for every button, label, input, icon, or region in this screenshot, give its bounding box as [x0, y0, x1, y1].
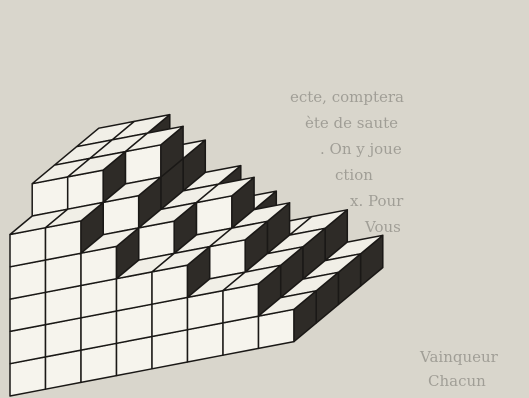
- bg-text-line: x. Pour: [350, 192, 404, 210]
- bg-text-line: Chacun: [428, 372, 486, 390]
- bg-text-line: ecte, comptera: [290, 88, 404, 106]
- bg-text-line: . On y joue: [320, 140, 402, 158]
- bg-text-line: ction: [335, 166, 373, 184]
- bg-text-line: Vainqueur: [419, 348, 499, 366]
- bg-text-line: Vous: [364, 218, 401, 236]
- bg-text-line: ète de saute: [305, 114, 398, 132]
